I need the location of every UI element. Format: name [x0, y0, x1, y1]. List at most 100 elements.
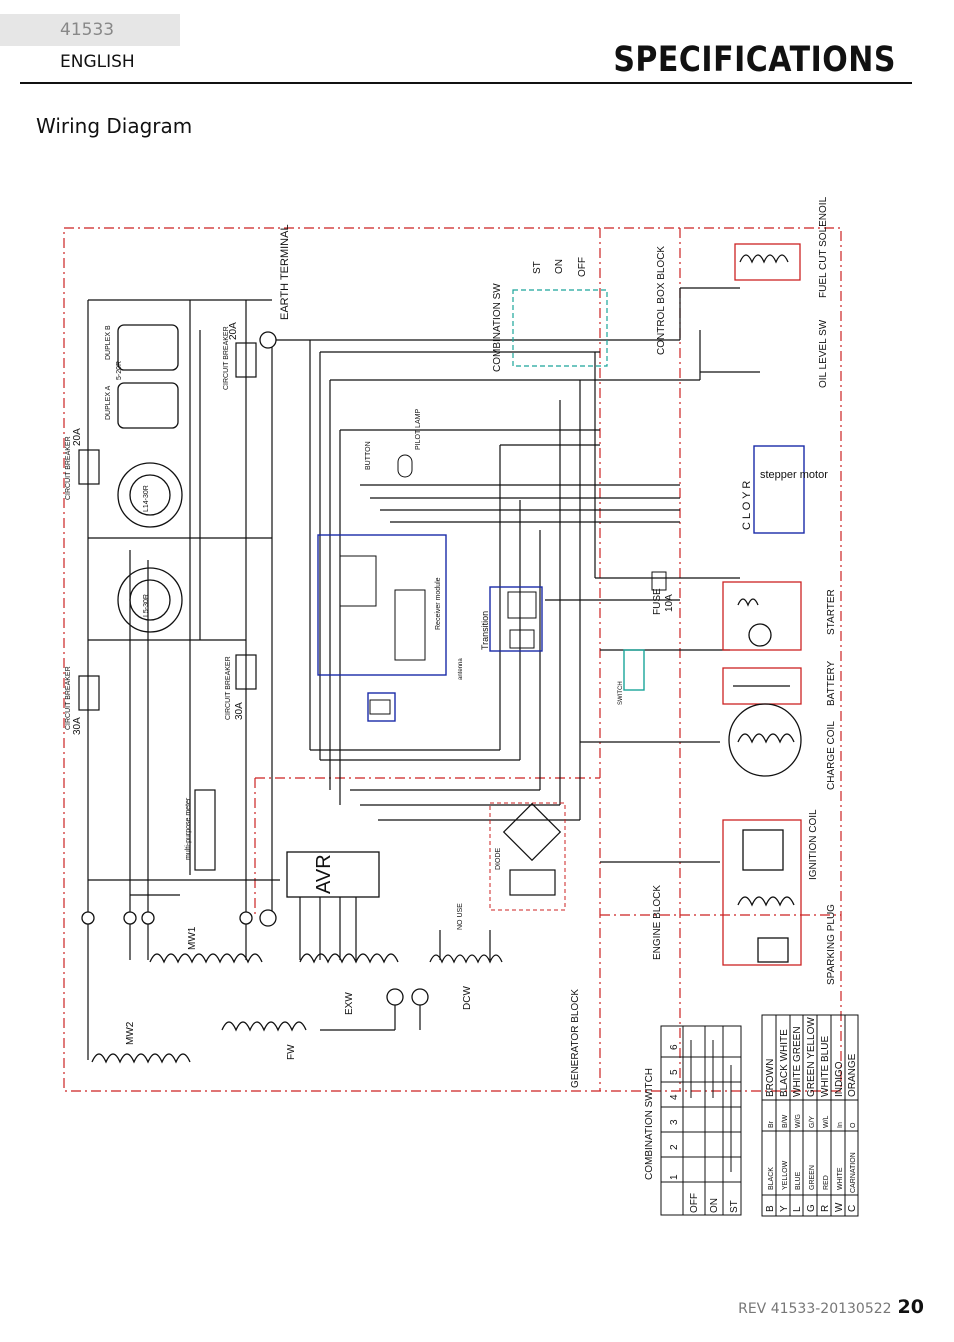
language-label: ENGLISH [60, 52, 135, 72]
legend-code-bw: B/W [782, 1114, 789, 1128]
outlet-l5-30r-label: L5-30R [143, 594, 150, 617]
color-legend-labels: B BLACK Br BROWN Y YELLOW B/W BLACK WHIT… [765, 1017, 858, 1212]
terminal-points [81, 331, 429, 1006]
legend-name-red: RED [823, 1175, 830, 1190]
receiver-module-label: Receiver module [435, 577, 442, 630]
diode-label: DIODE [495, 848, 502, 871]
sw-pos-on: ON [554, 259, 565, 274]
model-number: 41533 [60, 20, 115, 40]
engine-block-label: ENGINE BLOCK [652, 885, 663, 960]
avr-box [286, 851, 380, 898]
transition-label: Transition [480, 611, 490, 650]
header-rule [20, 82, 912, 84]
outlets [117, 324, 183, 633]
switch-box [623, 649, 645, 691]
cs-row-st: ST [729, 1200, 740, 1213]
fuel-cut-label: FUEL CUT SOLENOIL [818, 196, 829, 298]
cloyr-label: C L O Y R [741, 481, 753, 530]
breaker-20a-2: 20A [228, 322, 239, 340]
legend-name-blue: BLUE [795, 1171, 802, 1190]
legend-name-black: BLACK [768, 1167, 775, 1190]
color-legend-table [761, 1014, 859, 1217]
cs-col-4: 4 [669, 1094, 680, 1100]
legend-code-c: C [847, 1205, 858, 1212]
multimeter-label: multi-purpose meter [185, 797, 192, 860]
legend-name-yellow: YELLOW [782, 1160, 789, 1190]
pilot-lamp [397, 454, 413, 478]
breaker-30a-2: 30A [234, 702, 245, 720]
diagram-labels: EARTH TERMINAL COMBINATION SW ST ON OFF … [65, 196, 837, 1180]
breaker-label-2: CIRCUIT BREAKER [65, 666, 72, 730]
oil-level-label: OIL LEVEL SW [818, 319, 829, 388]
duplex-b-label: DUPLEX B [105, 325, 112, 360]
mw2-label: MW2 [125, 1021, 136, 1045]
revision-label: REV 41533-20130522 [738, 1301, 892, 1317]
circuit-breakers [78, 342, 257, 711]
cs-col-6: 6 [669, 1044, 680, 1050]
legend-code-r: R [820, 1205, 831, 1212]
legend-code-b: B [765, 1205, 776, 1212]
dcw-label: DCW [462, 986, 473, 1010]
page-number: 20 [897, 1296, 924, 1318]
sw-pos-off: OFF [577, 257, 588, 277]
page-title: SPECIFICATIONS [613, 40, 896, 81]
footer: REV 41533-20130522 20 [738, 1296, 924, 1318]
fuse-label: FUSE [652, 588, 663, 615]
combination-switch-table-title: COMBINATION SWITCH [644, 1068, 655, 1180]
legend-name-orange: ORANGE [847, 1053, 858, 1097]
legend-name-indigo: INDIGO [834, 1061, 845, 1097]
duplex-a-label: DUPLEX A [105, 385, 112, 420]
generator-block-label: GENERATOR BLOCK [570, 989, 581, 1088]
charge-coil-label: CHARGE COIL [826, 721, 837, 790]
legend-code-wl: W/L [823, 1115, 830, 1128]
legend-name-green: GREEN [809, 1165, 816, 1190]
combination-switch-table-labels: 1 2 3 4 5 6 OFF ON ST [669, 1044, 740, 1213]
legend-code-br: Br [768, 1120, 775, 1128]
section-title: Wiring Diagram [36, 114, 193, 138]
legend-code-l: L [792, 1206, 803, 1212]
fuse-box [651, 571, 667, 591]
legend-code-y: Y [779, 1205, 790, 1212]
legend-code-w: W [834, 1202, 845, 1212]
cs-col-3: 3 [669, 1119, 680, 1125]
starter-label: STARTER [826, 589, 837, 635]
legend-code-wg: W/G [795, 1114, 802, 1128]
breaker-label-3: CIRCUIT BREAKER [223, 326, 230, 390]
mw1-label: MW1 [187, 926, 198, 950]
diode-box [489, 802, 566, 911]
breaker-label-4: CIRCUIT BREAKER [225, 656, 232, 720]
diagram-frame [63, 227, 842, 1092]
exw-label: EXW [344, 992, 355, 1015]
breaker-label-1: CIRCUIT BREAKER [65, 436, 72, 500]
battery-label: BATTERY [826, 660, 837, 706]
cs-col-5: 5 [669, 1069, 680, 1075]
pilot-lamp-label: PILOT LAMP [415, 409, 422, 450]
legend-name-white: WHITE [837, 1167, 844, 1190]
legend-name-brown: BROWN [765, 1059, 776, 1097]
legend-code-gy: G/Y [809, 1116, 816, 1128]
legend-name-white-green: WHITE GREEN [792, 1026, 803, 1097]
earth-terminal-label: EARTH TERMINAL [279, 224, 291, 320]
outlet-l14-30r-label: L14-30R [143, 485, 150, 512]
sparking-plug-label: SPARKING PLUG [826, 904, 837, 985]
stepper-motor-label: stepper motor [760, 469, 828, 481]
combination-switch-table [660, 1025, 742, 1216]
module-internals [339, 555, 537, 715]
avr-label: AVR [313, 854, 335, 894]
legend-name-white-blue: WHITE BLUE [820, 1036, 831, 1097]
cs-row-off: OFF [689, 1193, 700, 1213]
model-tab: 41533 ENGLISH [0, 14, 180, 72]
combination-sw-box [512, 289, 608, 367]
button-label: BUTTON [365, 441, 372, 470]
switch-label: SWITCH [618, 681, 624, 705]
legend-name-green-yellow: GREEN YELLOW [806, 1017, 817, 1097]
antenna-label: antenna [458, 658, 464, 680]
legend-code-in: In [837, 1122, 844, 1128]
breaker-20a-1: 20A [72, 428, 83, 446]
fw-label: FW [286, 1044, 297, 1060]
wiring [87, 287, 760, 1060]
fuse-rating-label: 10A [664, 594, 675, 612]
outlet-5-20r-label: 5-20R [116, 361, 123, 380]
control-box-label: CONTROL BOX BLOCK [656, 246, 667, 355]
